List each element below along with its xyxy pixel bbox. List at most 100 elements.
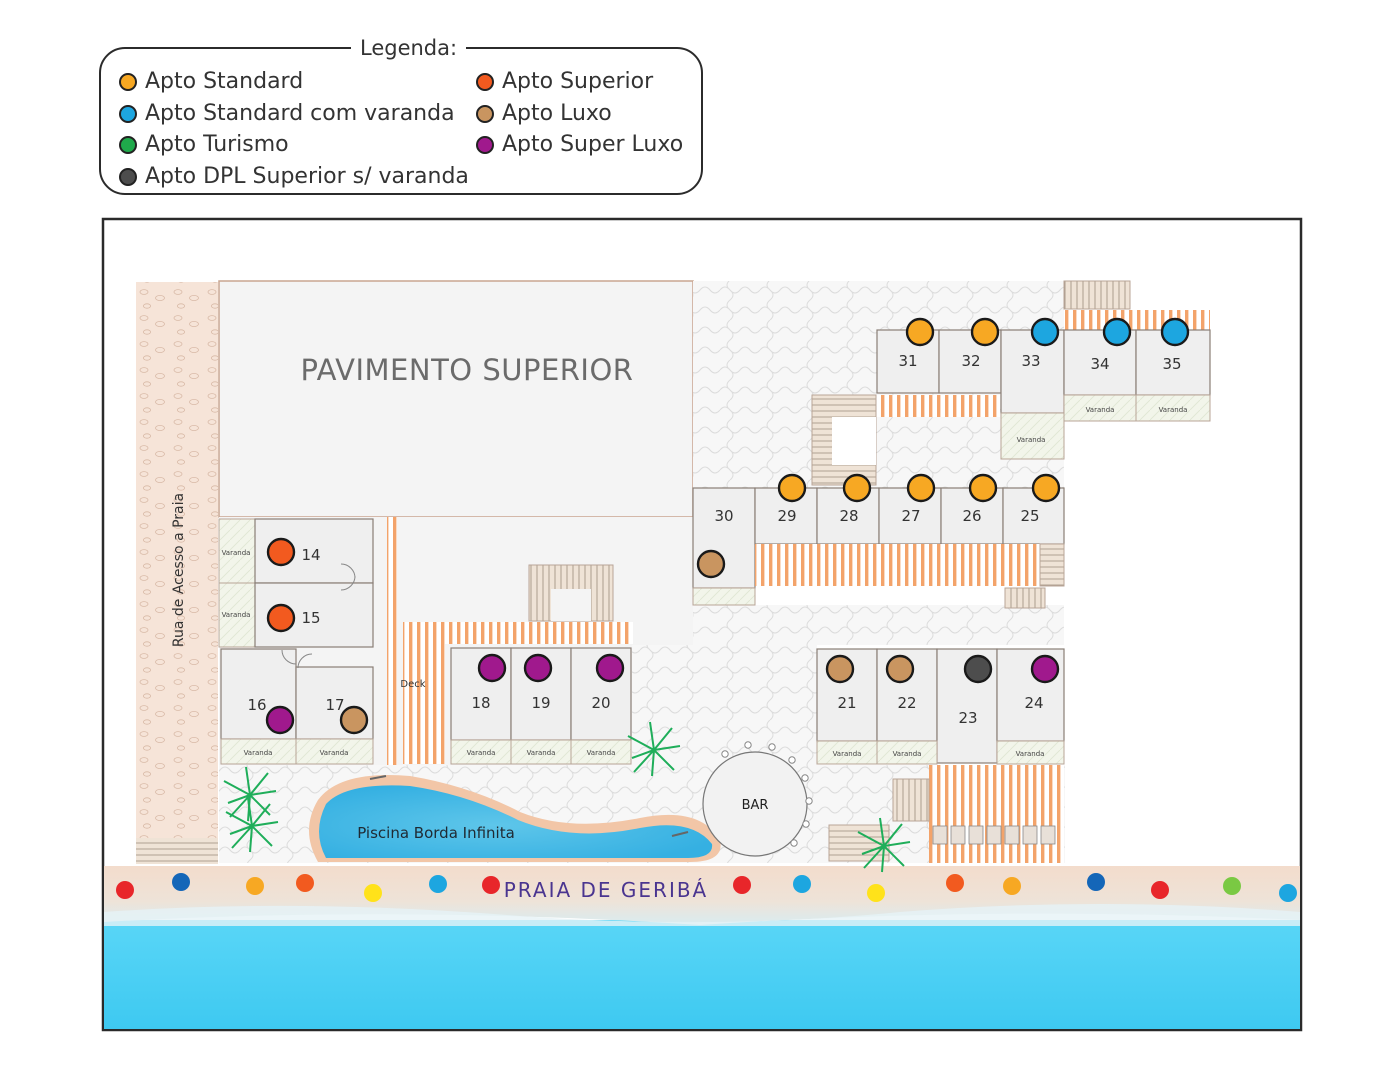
deck-walkway — [445, 622, 633, 644]
room-number: 30 — [714, 507, 733, 525]
room-number: 35 — [1162, 355, 1181, 373]
garden-walk — [693, 605, 1064, 645]
room-number: 25 — [1020, 507, 1039, 525]
legend-item-label: Apto Super Luxo — [502, 132, 684, 157]
room-26-marker[interactable] — [968, 473, 998, 503]
pool-label: Piscina Borda Infinita — [357, 824, 515, 842]
room-number: 34 — [1090, 355, 1109, 373]
balcony-label: Varanda — [1159, 406, 1188, 414]
green-dot-icon — [119, 136, 137, 154]
balcony-label: Varanda — [587, 749, 616, 757]
room-35-marker[interactable] — [1160, 317, 1190, 347]
rooms-31-35 — [811, 280, 1211, 486]
sea — [104, 920, 1300, 1029]
room-31-marker[interactable] — [905, 317, 935, 347]
pool[interactable] — [319, 785, 713, 858]
legend-title: Legenda: — [351, 35, 467, 61]
access-street — [136, 282, 218, 838]
room-number: 19 — [531, 694, 550, 712]
blue-dot-icon — [119, 105, 137, 123]
street-label: Rua de Acesso a Praia — [171, 493, 187, 647]
room-number: 29 — [777, 507, 796, 525]
rooms-21-24 — [816, 648, 1065, 863]
room-number: 16 — [247, 696, 266, 714]
balcony-label: Varanda — [1017, 436, 1046, 444]
balcony-label: Varanda — [1016, 750, 1045, 758]
orange-dot-icon — [119, 73, 137, 91]
deck — [403, 622, 445, 764]
legend-item-superior: Apto Superior — [476, 69, 653, 95]
room-number: 18 — [471, 694, 490, 712]
room-23-marker[interactable] — [963, 654, 993, 684]
balcony-label: Varanda — [833, 750, 862, 758]
bar-stools — [721, 741, 813, 847]
room-32-marker[interactable] — [970, 317, 1000, 347]
room-markers — [265, 317, 1190, 735]
room-33-marker[interactable] — [1030, 317, 1060, 347]
room-15-marker[interactable] — [266, 603, 296, 633]
room-25-marker[interactable] — [1031, 473, 1061, 503]
legend-box: Legenda: Apto Standard Apto Standard com… — [99, 35, 703, 195]
room-19-marker[interactable] — [523, 653, 553, 683]
room-number: 15 — [301, 609, 320, 627]
balcony-label: Varanda — [893, 750, 922, 758]
shoreline-foam — [104, 904, 1300, 926]
room-number: 23 — [958, 709, 977, 727]
beach-label: PRAIA DE GERIBÁ — [504, 878, 709, 902]
legend-item-label: Apto Superior — [502, 69, 654, 94]
room-29-marker[interactable] — [777, 473, 807, 503]
balcony-label: Varanda — [1086, 406, 1115, 414]
legend-item-standard-balcony: Apto Standard com varanda — [119, 101, 455, 127]
room-14-marker[interactable] — [266, 537, 296, 567]
room-16-marker[interactable] — [265, 705, 295, 735]
room-22-marker[interactable] — [885, 654, 915, 684]
room-number: 21 — [837, 694, 856, 712]
room-21-marker[interactable] — [825, 654, 855, 684]
room-number: 17 — [325, 696, 344, 714]
room-number: 20 — [591, 694, 610, 712]
room-number: 31 — [898, 352, 917, 370]
floor-title: PAVIMENTO SUPERIOR — [301, 353, 634, 387]
legend-item-dpl-superior: Apto DPL Superior s/ varanda — [119, 164, 469, 190]
room-number: 24 — [1024, 694, 1043, 712]
legend-item-label: Apto Standard — [145, 69, 304, 94]
room-number: 28 — [839, 507, 858, 525]
gray-dot-icon — [119, 168, 137, 186]
room-number: 14 — [301, 546, 320, 564]
tan-dot-icon — [476, 105, 494, 123]
room-number: 32 — [961, 352, 980, 370]
legend-item-label: Apto Turismo — [145, 132, 289, 157]
room-34-marker[interactable] — [1102, 317, 1132, 347]
room-24-marker[interactable] — [1030, 654, 1060, 684]
street-steps — [136, 838, 218, 864]
legend-item-label: Apto Standard com varanda — [145, 101, 455, 126]
room-27-marker[interactable] — [906, 473, 936, 503]
room-number: 27 — [901, 507, 920, 525]
room-number: 22 — [897, 694, 916, 712]
upper-floor-area — [218, 280, 694, 518]
bar-label: BAR — [742, 798, 769, 813]
room-number: 26 — [962, 507, 981, 525]
room-number: 33 — [1021, 352, 1040, 370]
balcony-label: Varanda — [244, 749, 273, 757]
purple-dot-icon — [476, 136, 494, 154]
balcony-label: Varanda — [467, 749, 496, 757]
red-dot-icon — [476, 73, 494, 91]
room-30-marker[interactable] — [696, 549, 726, 579]
balcony-label: Varanda — [222, 549, 251, 557]
legend-item-label: Apto DPL Superior s/ varanda — [145, 164, 469, 189]
balcony-label: Varanda — [527, 749, 556, 757]
legend-item-turismo: Apto Turismo — [119, 132, 289, 158]
legend-item-standard: Apto Standard — [119, 69, 303, 95]
room-28-marker[interactable] — [842, 473, 872, 503]
room-18-marker[interactable] — [477, 653, 507, 683]
beach-umbrellas — [116, 873, 1297, 902]
room-20-marker[interactable] — [595, 653, 625, 683]
balcony-label: Varanda — [320, 749, 349, 757]
balcony-label: Varanda — [222, 611, 251, 619]
deck-label: Deck — [400, 679, 425, 690]
legend-item-super-luxo: Apto Super Luxo — [476, 132, 683, 158]
legend-item-luxo: Apto Luxo — [476, 101, 612, 127]
room-17-marker[interactable] — [339, 705, 369, 735]
